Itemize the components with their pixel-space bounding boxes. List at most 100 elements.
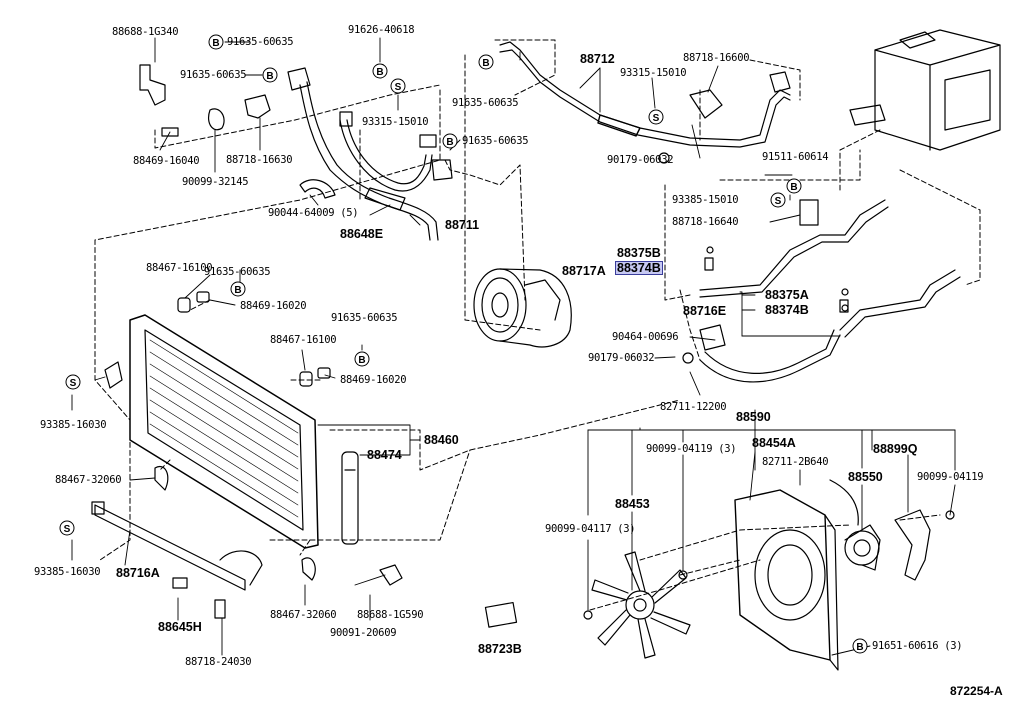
bolt-b-icon: B [852, 638, 868, 654]
part-label[interactable]: 88718-16640 [672, 216, 739, 228]
part-label[interactable]: 91635-60635 [462, 135, 529, 147]
screw-s-icon: S [390, 78, 406, 94]
part-label[interactable]: 82711-2B640 [762, 456, 829, 468]
part-label[interactable]: 88467-16100 [146, 262, 213, 274]
svg-text:S: S [64, 524, 71, 535]
compressor [473, 268, 572, 348]
bolt-b-icon: B [372, 63, 388, 79]
bolt-b-icon: B [442, 133, 458, 149]
part-label[interactable]: 91635-60635 [180, 69, 247, 81]
part-label[interactable]: 91635-60635 [452, 97, 519, 109]
part-label[interactable]: 88718-16630 [226, 154, 293, 166]
bolt-b-icon: B [478, 54, 494, 70]
fan-bracket-88899q [894, 509, 931, 581]
bolt-b-icon: B [230, 281, 246, 297]
part-label[interactable]: 88467-16100 [270, 334, 337, 346]
part-label[interactable]: 91635-60635 [204, 266, 271, 278]
part-label[interactable]: 88648E [340, 227, 384, 241]
part-label[interactable]: 88469-16040 [133, 155, 200, 167]
part-label[interactable]: 93385-16030 [40, 419, 107, 431]
svg-text:S: S [775, 196, 782, 207]
part-label[interactable]: 91635-60635 [331, 312, 398, 324]
part-label[interactable]: 93385-15010 [672, 194, 739, 206]
part-label[interactable]: 88375B [617, 246, 661, 260]
part-label[interactable]: 90099-04119 [917, 471, 984, 483]
part-label[interactable]: 90179-06032 [588, 352, 655, 364]
part-label[interactable]: 90464-00696 [612, 331, 679, 343]
part-label[interactable]: 90099-04119 (3) [646, 443, 737, 455]
bolt-b-icon: B [786, 178, 802, 194]
svg-text:S: S [653, 113, 660, 124]
part-label[interactable]: 88717A [562, 264, 606, 278]
part-label[interactable]: 88590 [736, 410, 771, 424]
svg-text:B: B [234, 285, 241, 296]
part-label[interactable]: 88453 [615, 497, 650, 511]
left-hoses [139, 64, 453, 241]
bolt-b-icon: B [208, 34, 224, 50]
part-label[interactable]: 88718-24030 [185, 656, 252, 668]
part-label[interactable]: 90179-06032 [607, 154, 674, 166]
part-label[interactable]: 88375A [765, 288, 809, 302]
screw-s-icon: S [65, 374, 81, 390]
svg-text:B: B [212, 38, 219, 49]
svg-text:B: B [376, 67, 383, 78]
part-label[interactable]: 90091-20609 [330, 627, 397, 639]
part-label[interactable]: 88716A [116, 566, 160, 580]
label-88723b-tag [484, 601, 518, 628]
svg-text:B: B [482, 58, 489, 69]
part-label[interactable]: 88467-32060 [270, 609, 337, 621]
part-label[interactable]: 88645H [158, 620, 202, 634]
part-label[interactable]: 88712 [580, 52, 615, 66]
screw-s-icon: S [59, 520, 75, 536]
part-label[interactable]: 91651-60616 (3) [872, 640, 963, 652]
leader-lines [71, 37, 956, 656]
screw-s-icon: S [648, 109, 664, 125]
part-label[interactable]: 88718-16600 [683, 52, 750, 64]
part-label[interactable]: 90099-32145 [182, 176, 249, 188]
part-label[interactable]: 90099-04117 (3) [545, 523, 636, 535]
screw-s-icon: S [770, 192, 786, 208]
part-label[interactable]: 88688-1G590 [357, 609, 424, 621]
fan-shroud-88454a [734, 489, 839, 671]
part-label[interactable]: 88469-16020 [240, 300, 307, 312]
evaporator-unit [849, 29, 1001, 151]
part-label[interactable]: 93385-16030 [34, 566, 101, 578]
part-label[interactable]: 90044-64009 (5) [268, 207, 359, 219]
part-label[interactable]: 88454A [752, 436, 796, 450]
svg-text:B: B [266, 71, 273, 82]
part-label[interactable]: 88550 [848, 470, 883, 484]
part-label[interactable]: 88374B [765, 303, 809, 317]
svg-text:S: S [70, 378, 77, 389]
part-label[interactable]: 88899Q [873, 442, 918, 456]
svg-text:S: S [395, 82, 402, 93]
part-label[interactable]: 88469-16020 [340, 374, 407, 386]
part-label[interactable]: 88474 [367, 448, 402, 462]
suction-hoses [699, 199, 961, 383]
part-label[interactable]: 88467-32060 [55, 474, 122, 486]
part-label[interactable]: 88688-1G340 [112, 26, 179, 38]
part-label[interactable]: 91626-40618 [348, 24, 415, 36]
part-label[interactable]: 93315-15010 [362, 116, 429, 128]
condenser-88460 [91, 291, 403, 619]
part-label[interactable]: 82711-12200 [660, 401, 727, 413]
part-label[interactable]: 93315-15010 [620, 67, 687, 79]
part-label[interactable]: 88723B [478, 642, 522, 656]
fasteners [583, 152, 955, 620]
highlighted-part-label[interactable]: 88374B [615, 261, 663, 275]
svg-text:B: B [790, 182, 797, 193]
part-label[interactable]: 88716E [683, 304, 727, 318]
bolt-b-icon: B [262, 67, 278, 83]
part-label[interactable]: 91635-60635 [227, 36, 294, 48]
bolt-b-icon: B [354, 351, 370, 367]
fan-blade-88453 [591, 551, 691, 659]
part-label[interactable]: 91511-60614 [762, 151, 829, 163]
part-label[interactable]: 88711 [445, 218, 480, 232]
part-label[interactable]: 88460 [424, 433, 459, 447]
svg-text:B: B [358, 355, 365, 366]
fan-motor-88550 [829, 479, 881, 571]
svg-text:B: B [446, 137, 453, 148]
svg-text:B: B [856, 642, 863, 653]
